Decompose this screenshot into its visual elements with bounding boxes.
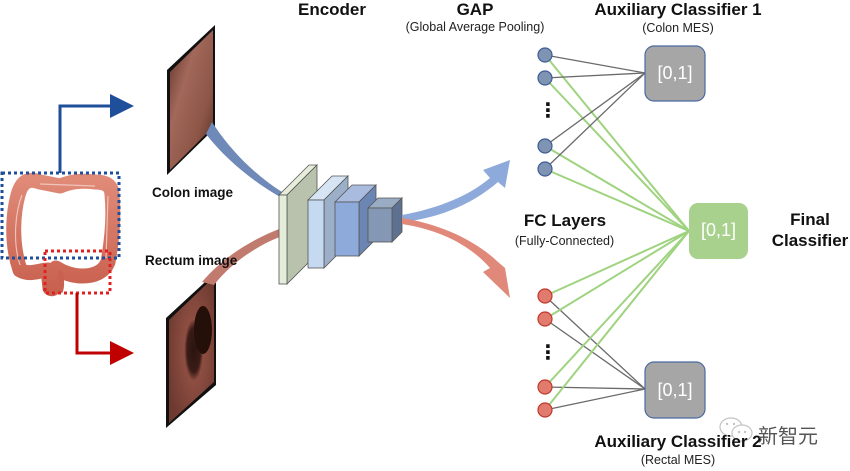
rectum-image-label: Rectum image	[145, 253, 238, 268]
gap-node-rectum	[537, 311, 553, 327]
final-classifier-value: [0,1]	[700, 220, 737, 240]
final-connection-line	[544, 230, 690, 320]
final-connection-line	[544, 168, 690, 232]
gap-title: GAP	[456, 0, 494, 19]
aux2-connection-line	[544, 295, 646, 390]
aux-classifier-1-value: [0,1]	[657, 63, 693, 83]
fc-layers-subtitle: (Fully-Connected)	[514, 234, 615, 248]
gap-node-colon	[537, 161, 553, 177]
fc-nodes	[537, 47, 553, 418]
final-connection-line	[544, 54, 690, 232]
aux-classifier-1-title: Auxiliary Classifier 1	[594, 0, 762, 19]
encoder-title: Encoder	[297, 0, 367, 19]
final-classifier-title-line1: Final	[790, 210, 830, 229]
gap-node-colon	[537, 70, 553, 86]
fc-layers-title: FC Layers	[523, 211, 607, 230]
colon-image-label: Colon image	[152, 185, 234, 200]
rectum-image	[166, 272, 216, 428]
aux-classifier-2-box	[644, 361, 706, 419]
gap-node-rectum	[537, 288, 553, 304]
colon-anatomy-illustration	[6, 172, 121, 297]
gap-node-colon	[537, 138, 553, 154]
bottom-ellipsis: ⋮	[538, 342, 558, 364]
aux-classifier-1-subtitle: (Colon MES)	[642, 21, 714, 35]
aux-classifier-1-box	[644, 45, 706, 102]
aux1-connection-line	[544, 72, 646, 170]
colon-image	[167, 25, 215, 175]
rectum-route-arrow	[75, 293, 134, 365]
wechat-icon	[719, 417, 753, 442]
colon-region-box	[0, 171, 121, 260]
final-connection-line	[544, 77, 690, 232]
final-connection-line	[544, 230, 690, 297]
final-classifier-box	[689, 203, 748, 259]
aux2-connection-line	[544, 386, 646, 390]
aux-classifier-2-title: Auxiliary Classifier 2	[594, 432, 762, 451]
aux2-connection-line	[544, 388, 646, 411]
final-connection-line	[544, 145, 690, 232]
gap-node-rectum	[537, 379, 553, 395]
red-output-arrow	[402, 218, 510, 298]
aux1-connection-line	[544, 72, 646, 79]
aux2-connection-line	[544, 318, 646, 390]
aux1-connection-line	[544, 54, 646, 74]
final-connection-line	[544, 230, 690, 411]
final-classifier-title-line2: Classifier	[771, 231, 849, 250]
gap-node-rectum	[537, 402, 553, 418]
encoder-blocks	[278, 164, 403, 285]
final-connection-line	[544, 230, 690, 388]
blue-output-arrow	[402, 160, 510, 222]
gap-subtitle: (Global Average Pooling)	[405, 20, 545, 34]
colon-flow	[206, 122, 282, 198]
top-ellipsis: ⋮	[538, 100, 558, 122]
aux-classifier-2-subtitle: (Rectal MES)	[640, 453, 716, 467]
colon-route-arrow	[58, 94, 134, 173]
aux-classifier-2-value: [0,1]	[657, 380, 693, 400]
watermark-text: 新智元	[758, 424, 818, 448]
fc-connections	[544, 54, 690, 411]
aux1-connection-line	[544, 72, 646, 147]
rectum-flow	[202, 228, 282, 285]
gap-node-colon	[537, 47, 553, 63]
